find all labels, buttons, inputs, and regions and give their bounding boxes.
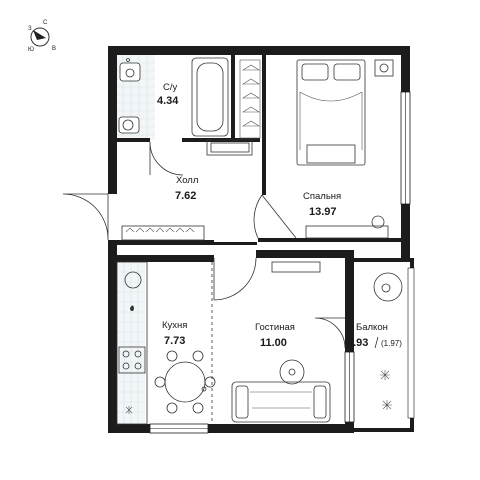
bedroom-door — [253, 194, 297, 239]
shoe-rack-icon — [121, 225, 205, 241]
entrance-door — [62, 193, 109, 241]
hall-area: 7.62 — [175, 190, 196, 202]
living-door — [213, 257, 257, 301]
bedroom-furniture — [296, 59, 394, 239]
lamp-icon — [279, 359, 305, 385]
compass-east: В — [52, 46, 56, 52]
compass-ring — [30, 27, 50, 47]
plant-icon — [371, 215, 385, 229]
bathroom-name: С/у — [163, 82, 178, 93]
balcony-name: Балкон — [356, 322, 388, 333]
drop-icon — [130, 305, 134, 311]
compass-north: С — [43, 20, 48, 26]
kitchen-tile-grid — [117, 262, 145, 424]
kitchen-sink-icon — [124, 271, 142, 289]
snowflake-icon — [125, 406, 133, 414]
compass-south: Ю — [28, 47, 34, 53]
desk-icon — [305, 225, 389, 239]
wardrobe-icon — [239, 59, 261, 139]
sink-icon — [119, 62, 141, 82]
compass-arrow-icon — [33, 30, 46, 40]
bedroom-name: Спальня — [303, 191, 341, 202]
balcony-area-divider — [374, 336, 379, 349]
balcony-furniture — [373, 272, 403, 410]
bedroom-area: 13.97 — [309, 206, 337, 218]
sofa-icon — [231, 381, 331, 423]
kitchen-area: 7.73 — [164, 335, 185, 347]
bathroom-fixtures — [118, 57, 229, 137]
balcony-table-icon — [373, 272, 403, 302]
room-labels: С/у 4.34 Холл 7.62 Спальня 13.97 Кухня 7… — [157, 82, 402, 349]
bathtub-icon — [191, 57, 229, 137]
hall-cabinets — [121, 139, 253, 241]
balcony-door — [314, 317, 346, 349]
compass: С З Ю В — [28, 20, 56, 53]
nightstand-icon — [374, 59, 394, 77]
living-name: Гостиная — [255, 322, 295, 333]
plant-icon-1 — [380, 370, 390, 380]
hall-name: Холл — [176, 175, 198, 186]
living-area: 11.00 — [260, 337, 287, 349]
kitchen-furniture — [116, 261, 216, 425]
bathroom-door — [149, 141, 184, 176]
stove-icon — [118, 346, 146, 374]
balcony-area-reduced: (1.97) — [381, 339, 402, 348]
balcony-area: 3.93 — [347, 337, 368, 349]
toilet-icon — [118, 116, 140, 134]
dining-table-icon — [164, 361, 206, 403]
bed-icon — [296, 59, 366, 166]
kitchen-name: Кухня — [162, 320, 187, 331]
compass-west: З — [28, 26, 32, 32]
doors — [62, 141, 346, 424]
tv-stand-icon — [271, 261, 321, 273]
balcony-glazing — [407, 267, 415, 419]
plant-icon-2 — [382, 400, 392, 410]
living-furniture — [231, 261, 331, 423]
windows — [149, 91, 415, 434]
bathroom-area: 4.34 — [157, 95, 179, 107]
